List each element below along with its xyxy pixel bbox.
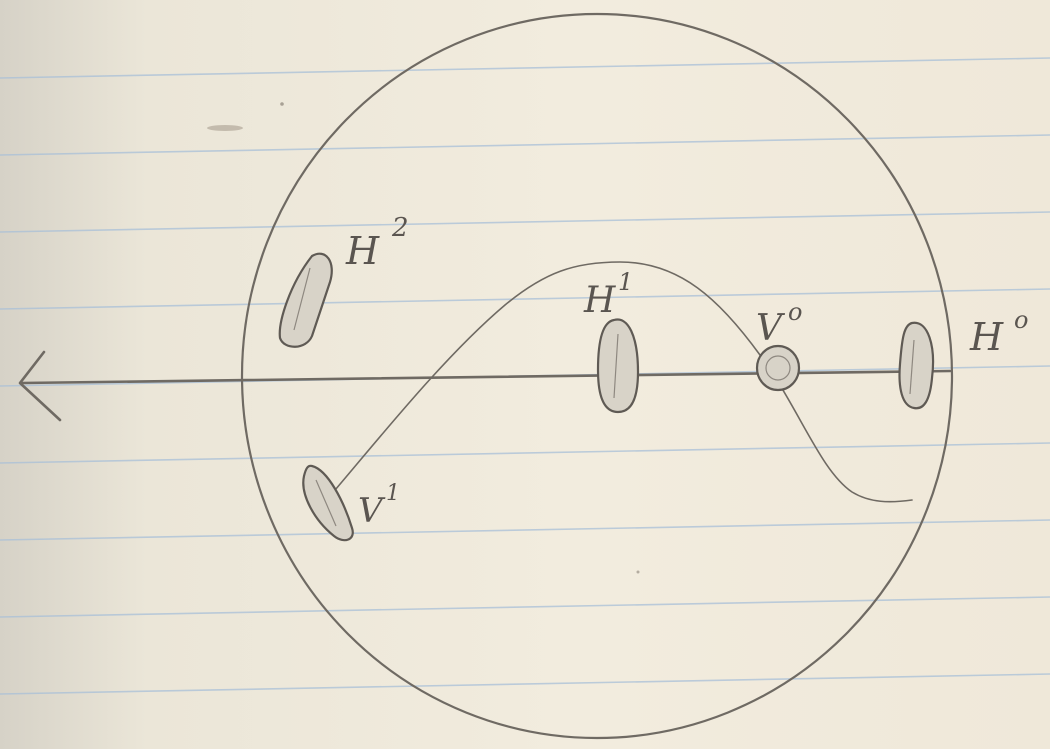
label-v0-letter: V: [756, 308, 786, 349]
field-circle: [240, 12, 954, 740]
label-h0-letter: H: [969, 315, 1004, 359]
label-v0: V o: [756, 298, 802, 349]
label-h0-superscript: o: [1014, 306, 1028, 334]
label-v1-letter: V: [358, 491, 386, 531]
label-v0-superscript: o: [788, 298, 802, 326]
label-h1-letter: H: [583, 280, 616, 321]
label-v1: V 1: [358, 481, 400, 531]
h0-crystal: [898, 321, 935, 410]
label-h2-superscript: 2: [391, 213, 409, 243]
label-h1-superscript: 1: [618, 268, 633, 296]
h1-crystal: [596, 318, 640, 414]
v0-crystal: [755, 344, 801, 392]
label-h2-letter: H: [345, 229, 380, 273]
horizontal-axis-arrow: [18, 350, 952, 422]
label-h2: H 2: [345, 213, 409, 273]
label-v1-superscript: 1: [386, 481, 400, 506]
pencil-smudges: [207, 102, 640, 574]
label-h1: H 1: [583, 268, 633, 321]
h2-crystal: [278, 252, 333, 348]
v1-crystal: [302, 464, 354, 542]
label-h0: H o: [969, 306, 1028, 359]
wave-curve: [317, 261, 913, 511]
